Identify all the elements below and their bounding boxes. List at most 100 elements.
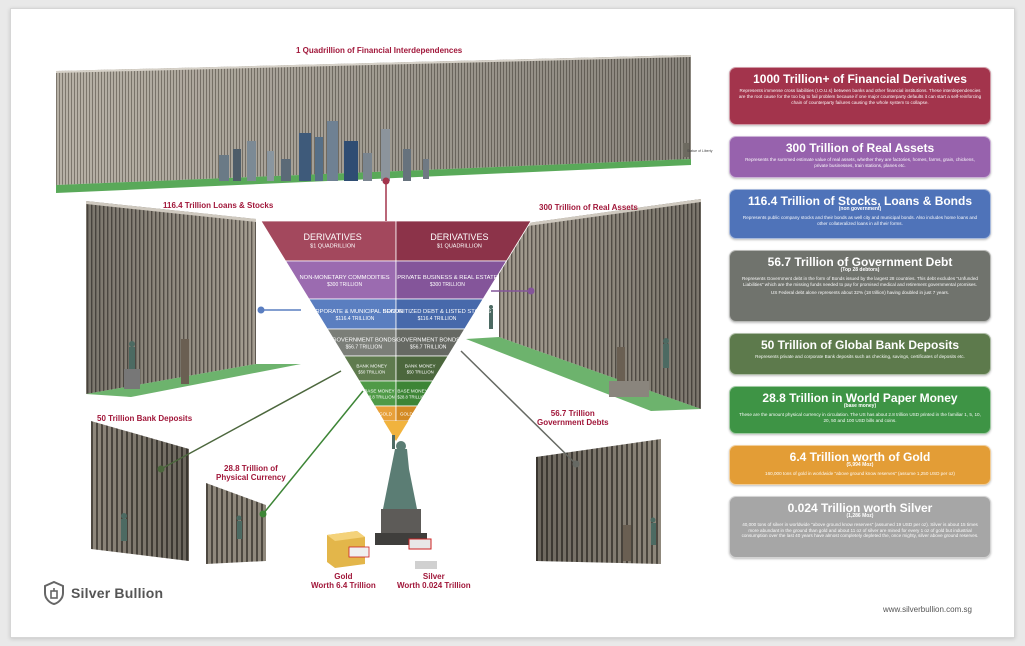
panel-note: US Federal debt alone represents about 3…	[770, 290, 950, 296]
silver-line1: Silver	[422, 572, 445, 581]
skyscrapers	[219, 121, 429, 181]
pyramid-label: SECURITIZED DEBT & LISTED STOCKS	[383, 309, 491, 315]
panel-description: Represents the summed estimate value of …	[745, 157, 975, 169]
gold-label: Gold Worth 6.4 Trillion	[311, 572, 376, 590]
panel-description: Represents public company stocks and the…	[742, 214, 978, 226]
gov-debts-label: 56.7 Trillion Government Debts	[537, 409, 609, 427]
pyramid-value: $300 TRILLION	[327, 282, 362, 288]
pyramid-value: $50 TRILLION	[358, 370, 385, 375]
connector-dot	[257, 306, 265, 314]
connector-dot	[382, 177, 390, 185]
website-url[interactable]: www.silverbullion.com.sg	[883, 605, 972, 614]
info-panel: 56.7 Trillion of Government Debt(Top 28 …	[729, 250, 991, 322]
panel-title: 28.8 Trillion in World Paper Money	[762, 391, 958, 405]
panel-title: 0.024 Trillion worth Silver	[787, 501, 933, 515]
panel-subtitle: (base money)	[843, 403, 877, 410]
physical-currency-line2: Physical Currency	[216, 473, 286, 483]
pyramid-label: GOLD	[400, 412, 414, 417]
pyramid-value: $116.4 TRILLION	[418, 316, 457, 322]
panel-title: 56.7 Trillion of Government Debt	[767, 255, 953, 269]
infographic-frame: Statue of Liberty	[10, 8, 1015, 638]
info-panel: 28.8 Trillion in World Paper Money(base …	[729, 386, 991, 434]
pyramid-value: $56.7 TRILLION	[410, 345, 447, 351]
pyramid-label: BANK MONEY	[356, 364, 387, 369]
pyramid-label: DERIVATIVES	[430, 232, 488, 242]
pyramid-value: $1 QUADRILLION	[437, 244, 482, 250]
pyramid-label: GOVERNMENT BONDS	[332, 338, 396, 344]
panel-subtitle: (1,286 Moz)	[846, 513, 874, 520]
pyramid-label: NON-MONETARY COMMODITIES	[300, 275, 390, 281]
panel-description: 40,000 tons of silver in worldwide "abov…	[741, 521, 979, 539]
panel-title: 1000 Trillion+ of Financial Derivatives	[753, 72, 967, 86]
pyramid-value: $300 TRILLION	[430, 282, 465, 288]
wall-scene: Statue of Liberty	[56, 55, 713, 569]
gold-line1: Gold	[334, 572, 353, 581]
pyramid-value: $50 TRILLION	[407, 370, 434, 375]
silver-block	[415, 561, 437, 569]
panel-title: 116.4 Trillion of Stocks, Loans & Bonds	[747, 194, 973, 208]
pyramid-label: GOLD	[379, 412, 393, 417]
bank-deposits-wall	[91, 421, 189, 561]
connector-dot	[527, 287, 535, 295]
pyramid-label: BANK MONEY	[405, 364, 436, 369]
gov-debts-line2: Government Debts	[537, 418, 609, 428]
quadrillion-wall	[56, 55, 691, 193]
pyramid-label: BASE MONEY	[364, 389, 394, 394]
gov-debts-wall	[536, 439, 661, 564]
panel-description: Represents immense cross liabilities (I.…	[738, 88, 982, 105]
loans-stocks-label: 116.4 Trillion Loans & Stocks	[163, 201, 274, 210]
connector-bank	[160, 370, 342, 470]
panel-subtitle: (Top 28 debtors)	[840, 267, 880, 274]
top-wall-label: 1 Quadrillion of Financial Interdependen…	[296, 46, 463, 55]
bank-deposits-label: 50 Trillion Bank Deposits	[97, 414, 193, 423]
pyramid-segment-left	[358, 380, 397, 407]
pyramid-value: $56.7 TRILLION	[346, 345, 383, 351]
panel-description: Represents Government debt in the form o…	[742, 275, 978, 287]
info-panel: 6.4 Trillion worth of Gold(5,994 Moz)160…	[729, 445, 991, 485]
real-assets-wall	[466, 199, 701, 411]
statue-small-label: Statue of Liberty	[687, 149, 713, 153]
info-panel: 0.024 Trillion worth Silver(1,286 Moz)40…	[729, 496, 991, 558]
panel-title: 6.4 Trillion worth of Gold	[789, 450, 931, 464]
info-panel: 116.4 Trillion of Stocks, Loans & Bonds(…	[729, 189, 991, 239]
panel-description: Represents private and corporate Bank de…	[755, 354, 965, 360]
panel-subtitle: (5,994 Moz)	[846, 462, 874, 469]
connector-gov	[460, 350, 577, 465]
pyramid-tip	[383, 421, 409, 441]
panel-title: 50 Trillion of Global Bank Deposits	[760, 338, 960, 352]
silver-line2: Worth 0.024 Trillion	[397, 581, 471, 591]
pyramid-label: GOVERNMENT BONDS	[396, 338, 460, 344]
brand-name: Silver Bullion	[71, 585, 164, 601]
pyramid-label: CORPORATE & MUNICIPAL BONDS	[307, 309, 404, 315]
panel-subtitle: (non government)	[838, 206, 882, 213]
gold-line2: Worth 6.4 Trillion	[311, 581, 376, 591]
physical-currency-wall	[206, 483, 266, 564]
panel-description: These are the amount physical currency i…	[739, 411, 981, 423]
pyramid-segment-right	[395, 380, 434, 407]
statue-of-liberty	[375, 435, 432, 550]
panel-description: 160,000 tons of gold in worldwide "above…	[765, 470, 955, 476]
silver-label: Silver Worth 0.024 Trillion	[397, 572, 471, 590]
loans-stocks-wall	[86, 201, 301, 397]
pyramid-label: BASE MONEY	[397, 389, 427, 394]
connector-dot	[259, 510, 267, 518]
shield-icon	[44, 581, 64, 605]
pyramid-segment-right	[395, 355, 449, 382]
brand-logo: Silver Bullion	[43, 581, 163, 605]
pyramid-value: $28.8 TRILLION	[397, 395, 427, 400]
physical-currency-label: 28.8 Trillion of Physical Currency	[216, 464, 286, 482]
pyramid-label: PRIVATE BUSINESS & REAL ESTATE	[397, 275, 497, 281]
gold-block	[327, 531, 370, 568]
gov-debts-line1: 56.7 Trillion	[550, 409, 595, 418]
physical-currency-line1: 28.8 Trillion of	[224, 464, 278, 473]
pyramid-value: $28.8 TRILLION	[364, 395, 394, 400]
connector-dot	[157, 465, 165, 473]
panel-title: 300 Trillion of Real Assets	[785, 141, 935, 155]
connector-currency	[262, 390, 364, 515]
pyramid-label: DERIVATIVES	[304, 232, 362, 242]
